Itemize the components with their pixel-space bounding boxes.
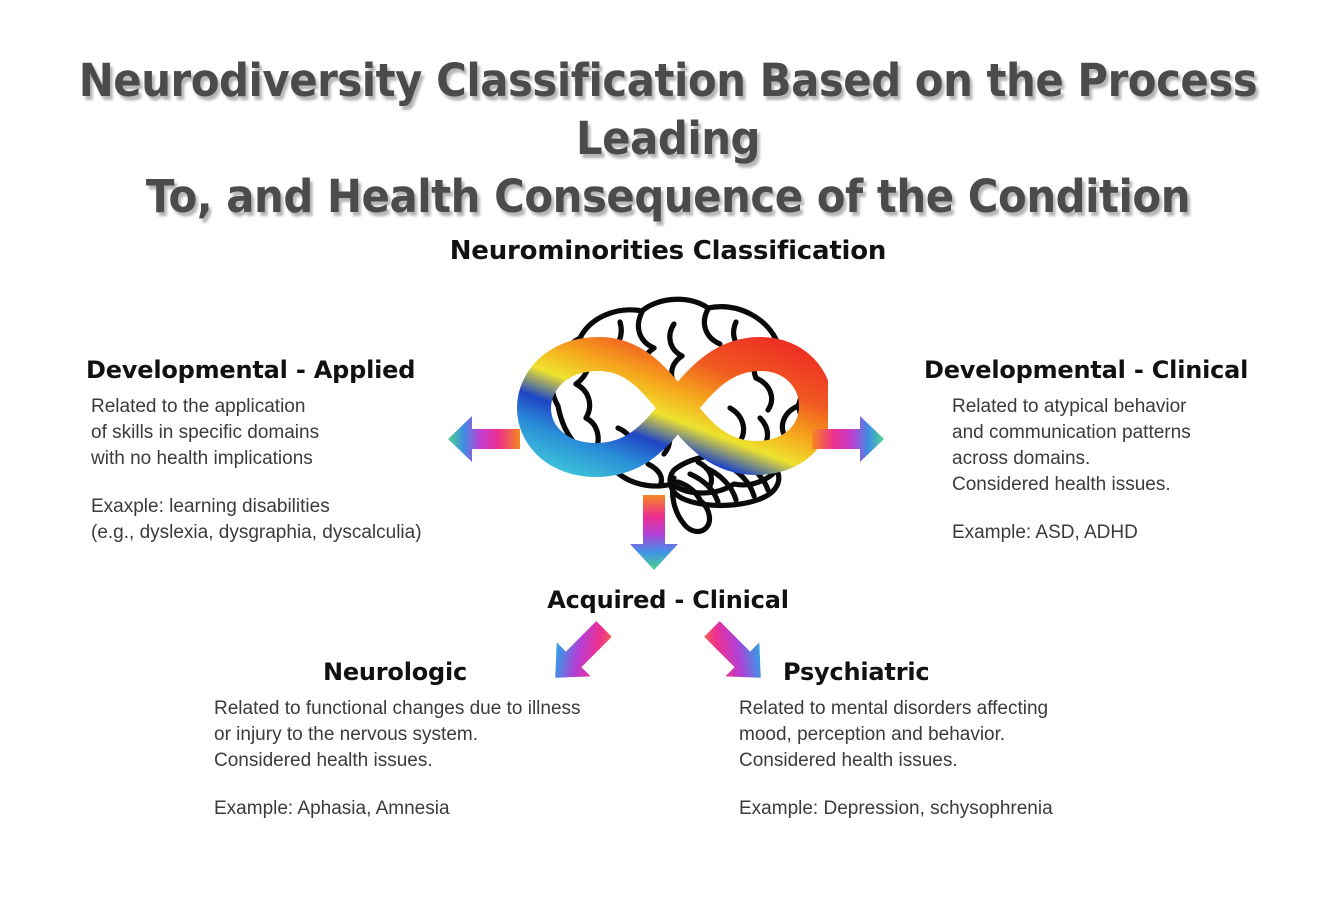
body-line: and communication patterns	[952, 422, 1191, 443]
arrow-down-icon	[630, 495, 678, 570]
arrow-right-icon	[812, 416, 884, 462]
page-title: Neurodiversity Classification Based on t…	[0, 52, 1336, 226]
body-line: Considered health issues.	[952, 474, 1171, 495]
panel-developmental-applied: Developmental - Applied Related to the a…	[86, 356, 486, 546]
body-line: across domains.	[952, 448, 1091, 469]
brain-with-infinity-symbol	[498, 278, 828, 568]
panel-title-developmental-clinical: Developmental - Clinical	[924, 356, 1249, 384]
panel-example-developmental-clinical: Example: ASD, ADHD	[952, 520, 1324, 546]
example-line: Exaxple: learning disabilities	[91, 496, 330, 517]
panel-psychiatric: Psychiatric Related to mental disorders …	[739, 658, 1209, 822]
page-title-line-2: To, and Health Consequence of the Condit…	[145, 170, 1191, 223]
example-line: (e.g., dyslexia, dysgraphia, dyscalculia…	[91, 522, 422, 543]
body-line: or injury to the nervous system.	[214, 724, 478, 745]
example-line: Example: Aphasia, Amnesia	[214, 798, 450, 819]
diagram-heading: Neurominorities Classification	[449, 236, 887, 266]
panel-title-developmental-applied: Developmental - Applied	[86, 356, 416, 384]
panel-example-neurologic: Example: Aphasia, Amnesia	[214, 796, 684, 822]
infinity-symbol-icon	[517, 337, 828, 477]
panel-title-neurologic: Neurologic	[322, 658, 468, 686]
arrow-down-right-icon	[704, 621, 761, 678]
body-line: Related to mental disorders affecting	[739, 698, 1049, 719]
panel-body-developmental-applied: Related to the application of skills in …	[91, 394, 486, 472]
panel-example-developmental-applied: Exaxple: learning disabilities (e.g., dy…	[91, 494, 486, 546]
panel-body-psychiatric: Related to mental disorders affecting mo…	[739, 696, 1209, 774]
body-line: Related to functional changes due to ill…	[214, 698, 581, 719]
panel-title-psychiatric: Psychiatric	[783, 658, 930, 686]
example-line: Example: Depression, schysophrenia	[739, 798, 1053, 819]
panel-example-psychiatric: Example: Depression, schysophrenia	[739, 796, 1209, 822]
panel-developmental-clinical: Developmental - Clinical Related to atyp…	[924, 356, 1324, 546]
panel-body-neurologic: Related to functional changes due to ill…	[214, 696, 684, 774]
body-line: Related to atypical behavior	[952, 396, 1187, 417]
body-line: mood, perception and behavior.	[739, 724, 1006, 745]
body-line: Considered health issues.	[214, 750, 433, 771]
page-title-line-1: Neurodiversity Classification Based on t…	[78, 54, 1258, 165]
panel-acquired-clinical: Acquired - Clinical	[0, 586, 1336, 614]
body-line: with no health implications	[91, 448, 313, 469]
panel-title-acquired-clinical: Acquired - Clinical	[547, 586, 789, 614]
body-line: Related to the application	[91, 396, 306, 417]
panel-neurologic: Neurologic Related to functional changes…	[214, 658, 684, 822]
body-line: of skills in specific domains	[91, 422, 320, 443]
body-line: Considered health issues.	[739, 750, 958, 771]
arrow-left-icon	[448, 416, 520, 462]
panel-body-developmental-clinical: Related to atypical behavior and communi…	[952, 394, 1324, 498]
example-line: Example: ASD, ADHD	[952, 522, 1138, 543]
arrow-down-left-icon	[555, 621, 612, 678]
